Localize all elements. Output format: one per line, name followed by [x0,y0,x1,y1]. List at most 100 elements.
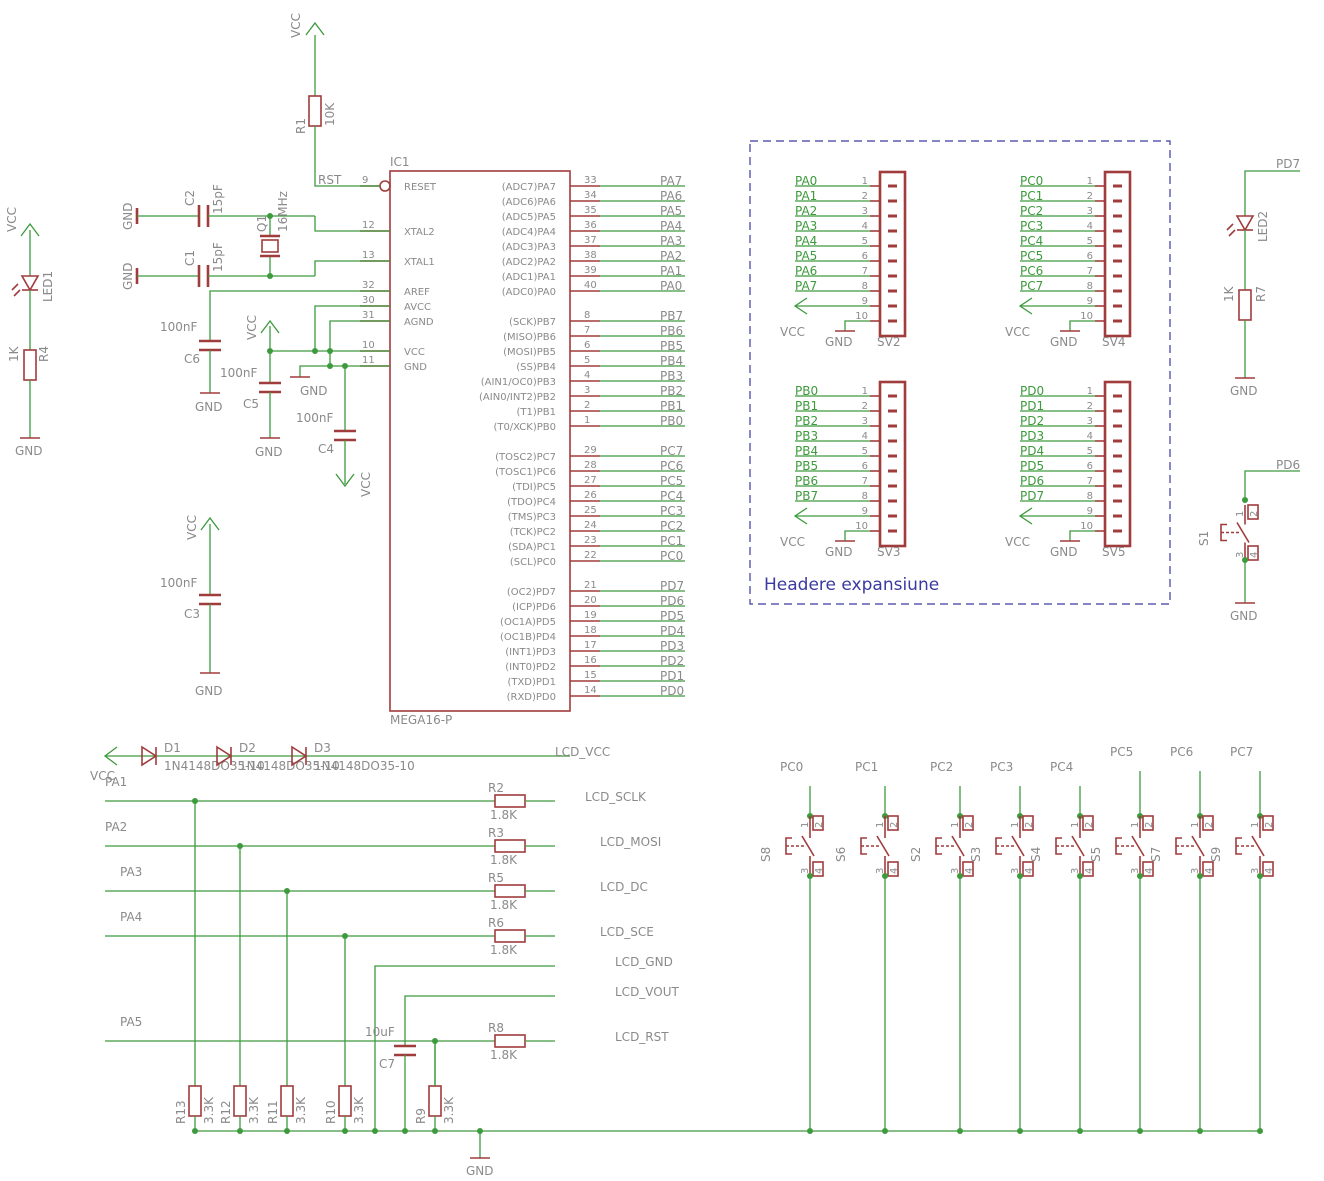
ic-pin-name: (INT0)PD2 [505,662,556,673]
resistor-ref: R3 [488,826,504,840]
header-net-label: PD1 [1020,399,1044,413]
svg-text:2: 2 [1024,822,1035,828]
port-label: PA2 [105,820,127,834]
ic-pin-number: 7 [584,325,590,336]
ic-pin-name: (MISO)PB6 [503,332,556,343]
ic-pin-name: (TCK)PC2 [510,527,556,538]
gnd-label: GND [300,384,328,398]
header-net-label: PB4 [795,444,818,458]
c3-ref: C3 [184,607,200,621]
ic-pin-name: (TOSC1)PC6 [495,467,556,478]
button-net-label: PC6 [1170,745,1193,759]
c6-ref: C6 [184,352,200,366]
header-pin-number: 3 [1087,206,1093,217]
ic-pin-name: (T1)PB1 [516,407,556,418]
pd6-label: PD6 [1276,458,1300,472]
resistor-value: 1.8K [490,853,518,867]
ic-pin-number: 15 [584,670,597,681]
ic-pin-number: 16 [584,655,597,666]
ic-pin-number: 10 [362,340,375,351]
button-ref: S6 [834,847,848,862]
lcd-net-label: LCD_RST [615,1030,669,1044]
header-pin-number: 7 [862,476,868,487]
resistor [338,1085,352,1117]
ic-pin-number: 13 [362,250,375,261]
svg-text:2: 2 [1249,511,1260,517]
header-pin-number: 1 [862,386,868,397]
net-label: PB5 [660,339,683,353]
header-pin-number: 6 [1087,251,1093,262]
vcc-label: VCC [245,315,259,340]
header-pin-number: 4 [862,221,868,232]
r1-ref: R1 [294,118,308,134]
crystal-circuit: GND C2 15pF GND C1 15pF Q1 16MHz [121,184,390,290]
ic-pin-name: (TDI)PC5 [512,482,556,493]
led1-diode [20,275,40,292]
ic-pin-number: 19 [584,610,597,621]
header-pin-number: 8 [862,491,868,502]
ic-pin-number: 23 [584,535,597,546]
ic-pin-name: (SS)PB4 [516,362,556,373]
net-label: PA1 [660,264,682,278]
header-net-label: PD5 [1020,459,1044,473]
svg-text:1: 1 [1190,822,1201,828]
resistor-value: 3.3K [352,1096,366,1124]
header-sv2: 1PA02PA13PA24PA35PA46PA57PA68PA7910VCCGN… [780,170,907,349]
resistor-ref: R6 [488,916,504,930]
lcd-net-label: LCD_SCLK [585,790,647,804]
svg-text:2: 2 [814,822,825,828]
header-pin-number: 2 [1087,191,1093,202]
ic-pin-name: (SCL)PC0 [510,557,556,568]
ic-pin-number: 31 [362,310,375,321]
button-ref: S4 [1029,847,1043,862]
header-net-label: PD6 [1020,474,1044,488]
ic-pin-name: (OC2)PD7 [507,587,556,598]
gnd-label: GND [1050,545,1078,559]
diode-chain: D11N4148DO35-10D21N4148DO35-10D31N4148DO… [141,741,415,773]
expansion-headers: Headere expansiune 1PA02PA13PA24PA35PA46… [749,140,1171,605]
ic-pin-number: 38 [584,250,597,261]
svg-text:1: 1 [800,822,811,828]
net-label: PB4 [660,354,683,368]
ic-pin-number: 26 [584,490,597,501]
net-label: PB2 [660,384,683,398]
header-pin-number: 9 [1087,506,1093,517]
led1-circuit: VCC LED1 1K R4 GND [5,207,55,458]
svg-text:1: 1 [950,822,961,828]
header-pin-number: 7 [862,266,868,277]
ic-pin-number: 20 [584,595,597,606]
svg-text:1: 1 [875,822,886,828]
svg-text:1: 1 [1235,511,1246,517]
ic-pin-number: 11 [362,355,375,366]
ic-pin-name: AREF [404,287,430,298]
header-net-label: PA4 [795,234,817,248]
diode-ref: D3 [314,741,331,755]
header-pin-number: 6 [1087,461,1093,472]
pd7-label: PD7 [1276,157,1300,171]
ic-pin-number: 36 [584,220,597,231]
ic-pin-name: (ADC6)PA6 [502,197,556,208]
ic-pin-number: 40 [584,280,597,291]
header-pin-number: 8 [1087,491,1093,502]
button-ref: S2 [909,847,923,862]
header-ref: SV2 [877,335,900,349]
resistor [494,1034,526,1048]
c1-ref: C1 [183,250,197,266]
c3-value: 100nF [160,576,198,590]
gnd-label: GND [466,1164,494,1178]
net-label: PA3 [660,234,682,248]
